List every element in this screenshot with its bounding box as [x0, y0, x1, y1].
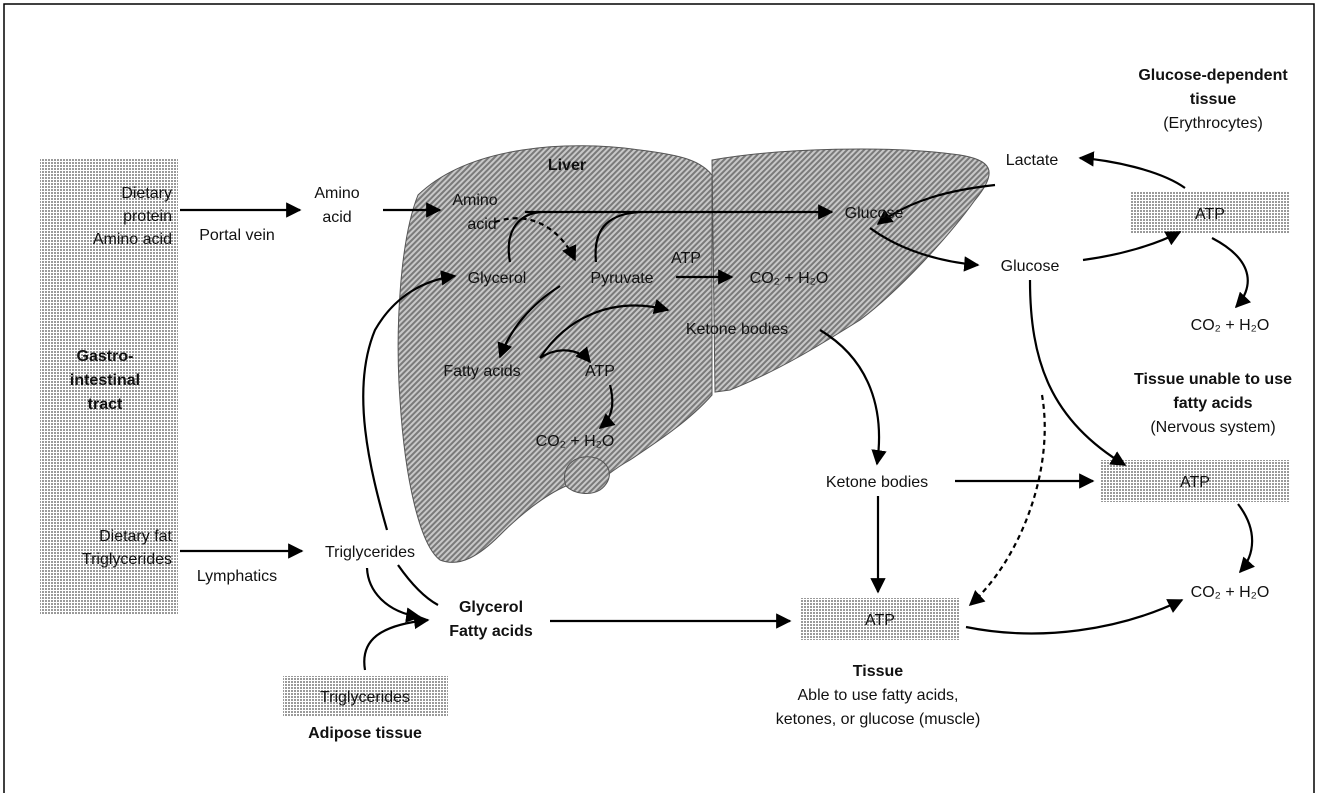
gi-protein-line3: Amino acid	[93, 231, 172, 248]
muscle-atp: ATP	[865, 612, 895, 629]
blood-glucose: Glucose	[1001, 258, 1060, 275]
gi-tract-line2: intestinal	[70, 372, 140, 389]
liver-glucose: Glucose	[845, 205, 904, 222]
liver-atp-pyruvate: ATP	[671, 250, 701, 267]
erythrocyte-co2-water: CO₂ + H₂O	[1191, 317, 1270, 334]
arrow-muscle-co2	[966, 600, 1182, 633]
arrow-erythro-lactate	[1080, 158, 1185, 188]
liver-title: Liver	[548, 157, 586, 174]
triglycerides-label: Triglycerides	[325, 544, 415, 561]
arrow-erythro-co2	[1212, 238, 1248, 307]
adipose-tissue-label: Adipose tissue	[308, 725, 422, 742]
glycerol-fatty-line2: Fatty acids	[449, 623, 533, 640]
gi-fat-line2: Triglycerides	[82, 551, 172, 568]
nervous-title-line1: Tissue unable to use	[1134, 371, 1292, 388]
nervous-co2-water: CO₂ + H₂O	[1191, 584, 1270, 601]
liver-amino-line2: acid	[467, 216, 496, 233]
blood-ketone-bodies: Ketone bodies	[826, 474, 928, 491]
nervous-title-line2: fatty acids	[1173, 395, 1252, 412]
erythrocyte-atp: ATP	[1195, 206, 1225, 223]
liver-ketone-bodies: Ketone bodies	[686, 321, 788, 338]
glucose-dependent-subtitle: (Erythrocytes)	[1163, 115, 1263, 132]
gi-tract-line1: Gastro-	[77, 348, 134, 365]
arrow-nervous-co2	[1238, 504, 1252, 572]
arrow-glucose-muscle-dashed	[970, 395, 1045, 605]
glycerol-fatty-line1: Glycerol	[459, 599, 523, 616]
glucose-dependent-title-line2: tissue	[1190, 91, 1236, 108]
gi-fat-line1: Dietary fat	[99, 528, 172, 545]
liver-pyruvate: Pyruvate	[590, 270, 653, 287]
glucose-dependent-title-line1: Glucose-dependent	[1138, 67, 1288, 84]
liver-co2-water: CO₂ + H₂O	[750, 270, 829, 287]
arrow-glucose-nervous	[1030, 280, 1125, 465]
arrow-tg-diag	[398, 565, 438, 605]
nervous-atp: ATP	[1180, 474, 1210, 491]
liver-amino-line1: Amino	[452, 192, 497, 209]
liver-co2-water-lower: CO₂ + H₂O	[536, 433, 615, 450]
muscle-title: Tissue	[853, 663, 904, 680]
portal-vein-label: Portal vein	[199, 227, 275, 244]
arrow-tg-down	[367, 568, 420, 617]
muscle-desc-line2: ketones, or glucose (muscle)	[776, 711, 981, 728]
amino-acid-line2: acid	[322, 209, 351, 226]
gi-protein-line1: Dietary	[121, 185, 172, 202]
arrow-ketone-down	[820, 330, 879, 464]
amino-acid-line1: Amino	[314, 185, 359, 202]
gi-protein-line2: protein	[123, 208, 172, 225]
lymphatics-label: Lymphatics	[197, 568, 277, 585]
gi-tract-line3: tract	[88, 396, 123, 413]
arrow-adipose-up	[364, 620, 428, 670]
adipose-box-label: Triglycerides	[320, 689, 410, 706]
liver-atp-fatty: ATP	[585, 363, 615, 380]
lactate-label: Lactate	[1006, 152, 1059, 169]
muscle-desc-line1: Able to use fatty acids,	[798, 687, 959, 704]
arrow-glucose-erythro	[1083, 232, 1180, 260]
nervous-subtitle: (Nervous system)	[1150, 419, 1275, 436]
liver-glycerol: Glycerol	[468, 270, 527, 287]
liver-fatty-acids: Fatty acids	[443, 363, 520, 380]
